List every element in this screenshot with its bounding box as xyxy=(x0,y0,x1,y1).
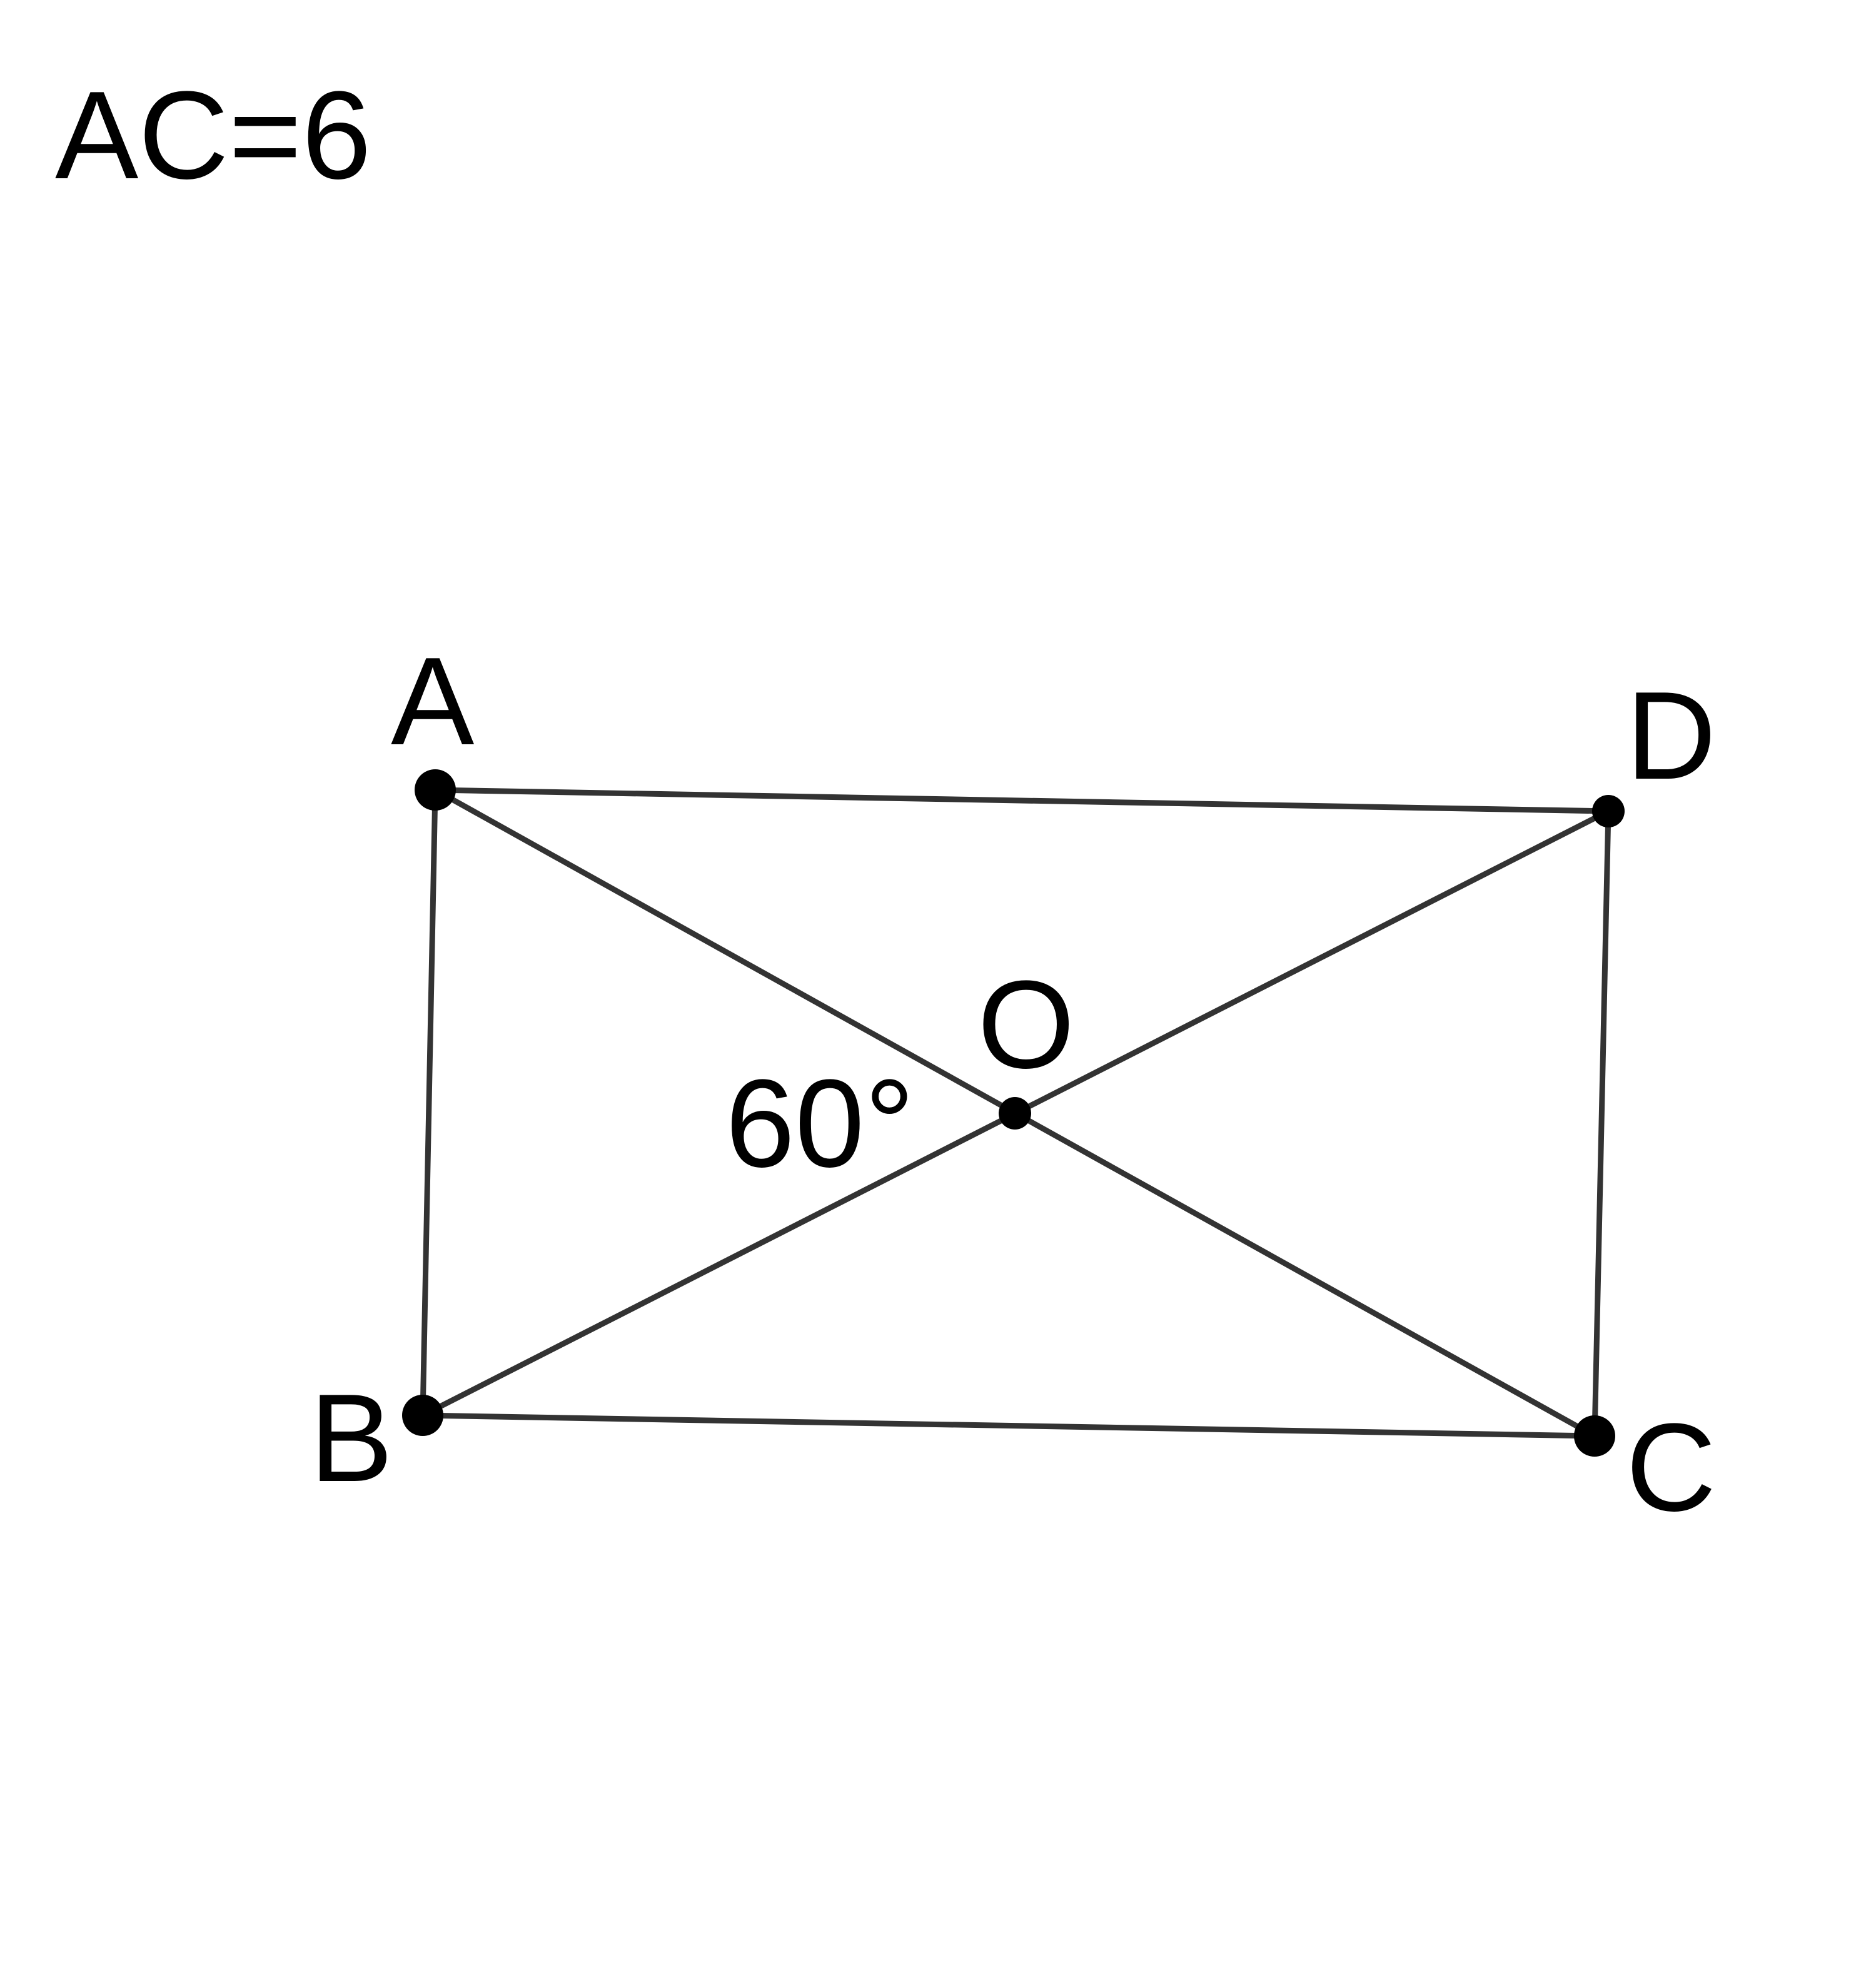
given-condition: AC=6 xyxy=(55,66,371,205)
point-o xyxy=(999,1097,1031,1130)
side-dc xyxy=(1591,808,1611,1439)
angle-label: 60° xyxy=(725,1054,914,1193)
side-ad xyxy=(432,787,1611,814)
label-c: C xyxy=(1626,1398,1716,1537)
label-d: D xyxy=(1626,666,1716,806)
point-b xyxy=(402,1395,443,1436)
label-o: O xyxy=(977,955,1075,1095)
side-ba xyxy=(420,787,438,1418)
label-b: B xyxy=(310,1368,393,1508)
label-a: A xyxy=(391,632,475,771)
side-cb xyxy=(420,1412,1598,1439)
point-a xyxy=(415,769,456,811)
point-c xyxy=(1574,1415,1615,1457)
point-d xyxy=(1592,795,1625,827)
